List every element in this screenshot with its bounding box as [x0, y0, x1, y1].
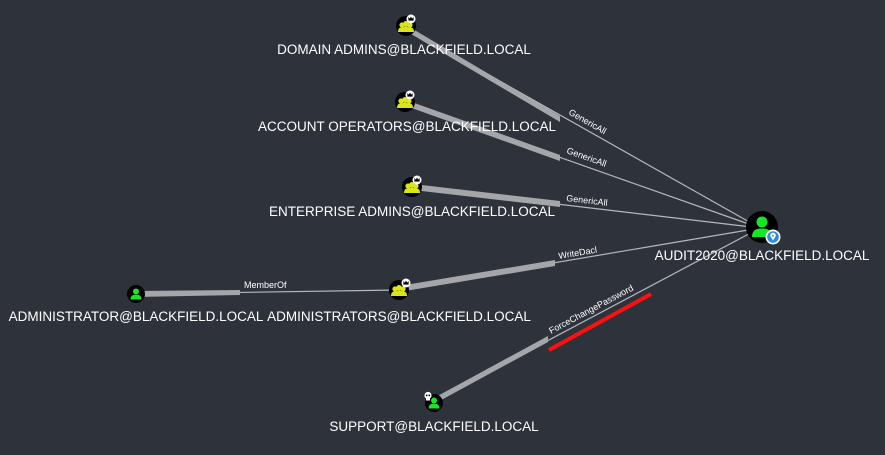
group-icon — [391, 285, 407, 296]
label-audit2020[interactable]: AUDIT2020@BLACKFIELD.LOCAL — [655, 248, 870, 263]
label-support[interactable]: SUPPORT@BLACKFIELD.LOCAL — [329, 419, 539, 434]
node-domain-admins[interactable] — [396, 14, 416, 37]
group-icon — [404, 182, 420, 193]
edge-label-account-operators: GenericAll — [565, 145, 607, 168]
node-enterprise-admins[interactable] — [402, 175, 422, 198]
edge-administrators-audit2020-band — [399, 260, 555, 292]
node-account-operators[interactable] — [395, 90, 415, 113]
node-audit2020[interactable] — [746, 211, 781, 245]
edge-label-domain-admins: GenericAll — [567, 107, 608, 136]
crown-icon — [401, 278, 411, 288]
edge-enterprise-admins-audit2020-band — [413, 184, 560, 207]
crown-icon — [412, 175, 422, 185]
crown-icon — [406, 14, 416, 24]
group-icon — [397, 97, 413, 108]
edge-labels: GenericAll GenericAll GenericAll WriteDa… — [244, 107, 635, 336]
skull-icon — [424, 391, 432, 401]
edge-label-administrator: MemberOf — [244, 280, 287, 290]
node-administrators[interactable] — [389, 278, 411, 301]
label-administrators[interactable]: ADMINISTRATORS@BLACKFIELD.LOCAL — [267, 309, 531, 324]
user-icon — [428, 397, 440, 409]
node-support[interactable] — [424, 391, 443, 412]
pin-icon — [765, 229, 781, 245]
label-account-operators[interactable]: ACCOUNT OPERATORS@BLACKFIELD.LOCAL — [258, 119, 557, 134]
label-domain-admins[interactable]: DOMAIN ADMINS@BLACKFIELD.LOCAL — [277, 42, 531, 57]
edge-administrator-administrators-band — [136, 290, 240, 297]
label-enterprise-admins[interactable]: ENTERPRISE ADMINS@BLACKFIELD.LOCAL — [269, 204, 556, 219]
edge-support-audit2020-band — [432, 336, 548, 405]
node-administrator[interactable] — [127, 285, 145, 303]
edge-label-enterprise-admins: GenericAll — [566, 193, 608, 208]
edge-domain-admins-audit2020-band — [406, 25, 560, 122]
edge-highlight — [548, 292, 652, 352]
user-icon — [130, 288, 142, 300]
label-administrator[interactable]: ADMINISTRATOR@BLACKFIELD.LOCAL — [9, 309, 264, 324]
edge-account-operators-audit2020-band — [406, 100, 560, 161]
edges — [135, 25, 761, 405]
group-icon — [398, 21, 414, 32]
crown-icon — [405, 90, 415, 100]
